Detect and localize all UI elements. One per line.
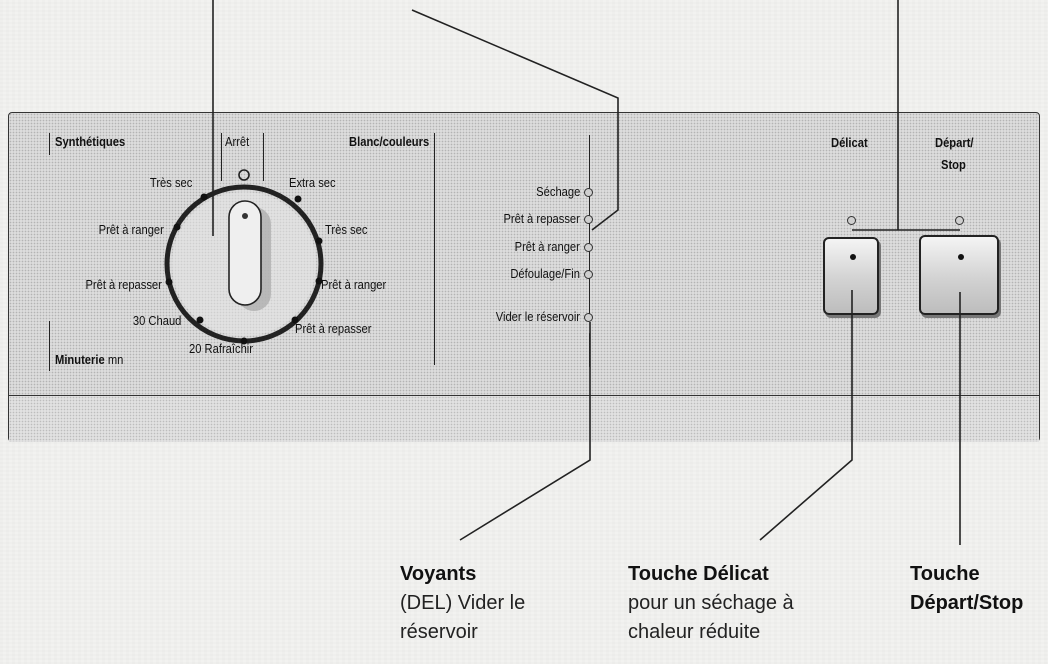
dial-position-dot (173, 223, 181, 231)
program-dial[interactable] (149, 169, 339, 359)
group-label-synthetiques: Synthétiques (55, 134, 126, 149)
bracket-stop-right (263, 133, 264, 181)
dial-position-dot (240, 337, 248, 345)
dial-position-pret-a-ranger-blanc: Prêt à ranger (321, 277, 387, 292)
dial-position-tres-sec-synth: Très sec (149, 175, 192, 190)
minuterie-unit: mn (107, 352, 124, 367)
callout-delicat-desc-1: pour un séchage à (628, 592, 794, 614)
dial-position-pret-a-repasser-synth: Prêt à repasser (85, 277, 162, 292)
dial-position-arret: Arrêt (225, 134, 250, 149)
indicator-led-sechage (584, 188, 593, 197)
group-label-blanc-couleurs: Blanc/couleurs (348, 134, 429, 149)
group-label-minuterie: Minuterie mn (55, 352, 123, 367)
leader-line-delicat (759, 290, 853, 541)
indicator-label-pret-a-ranger: Prêt à ranger (514, 239, 580, 254)
indicator-label-pret-a-repasser: Prêt à repasser (503, 211, 580, 226)
dial-position-extra-sec: Extra sec (289, 175, 336, 190)
indicator-led-pret-a-ranger (584, 243, 593, 252)
callout-voyants-title: Voyants (400, 563, 477, 585)
dial-position-pret-a-repasser-blanc: Prêt à repasser (295, 321, 372, 336)
panel-lower-strip (9, 395, 1039, 442)
indicator-label-sechage: Séchage (535, 184, 580, 199)
dial-position-dot (294, 195, 302, 203)
callout-voyants: Voyants (DEL) Vider le réservoir (400, 560, 525, 647)
dial-stop-marker (238, 169, 250, 181)
indicator-led-vider-le-reservoir (584, 313, 593, 322)
button-label-depart-stop-2: Stop (941, 157, 966, 172)
indicator-label-defoulage-fin: Défoulage/Fin (510, 266, 580, 281)
callout-delicat: Touche Délicat pour un séchage à chaleur… (628, 560, 794, 647)
dial-knob-handle[interactable] (228, 200, 262, 306)
indicators-bracket-top (589, 135, 590, 315)
delicat-button[interactable] (823, 237, 879, 315)
callout-voyants-desc-2: réservoir (400, 621, 478, 643)
delicat-led (847, 216, 856, 225)
dial-position-dot (315, 237, 323, 245)
callout-delicat-desc-2: chaleur réduite (628, 621, 761, 643)
dial-position-dot (315, 277, 323, 285)
dial-position-dot (200, 193, 208, 201)
depart-stop-led (955, 216, 964, 225)
delicat-button-pip (850, 254, 856, 260)
dial-position-30-chaud: 30 Chaud (132, 313, 181, 328)
indicator-label-vider-le-reservoir: Vider le réservoir (495, 309, 580, 324)
dial-knob-pointer (242, 213, 248, 219)
callout-depart-stop-title-2: Départ/Stop (910, 592, 1024, 614)
minuterie-label: Minuterie (55, 352, 105, 367)
bracket-left-top (49, 133, 50, 155)
control-panel: Synthétiques Minuterie mn Blanc/couleurs… (8, 112, 1040, 442)
bracket-right (434, 133, 435, 365)
dial-position-dot (291, 316, 299, 324)
bracket-left-bottom (49, 321, 50, 371)
dial-position-20-rafraichir: 20 Rafraîchir (189, 341, 254, 356)
leader-line-voyants (459, 322, 591, 541)
depart-stop-button[interactable] (919, 235, 999, 315)
dial-position-dot (165, 278, 173, 286)
depart-stop-button-pip (958, 254, 964, 260)
leader-line-indicators (411, 9, 619, 231)
dial-position-tres-sec-blanc: Très sec (325, 222, 368, 237)
bracket-stop-left (221, 133, 222, 181)
callout-depart-stop-title-1: Touche (910, 563, 980, 585)
callout-voyants-desc-1: (DEL) Vider le (400, 592, 526, 614)
dial-position-dot (196, 316, 204, 324)
callout-delicat-title: Touche Délicat (628, 563, 769, 585)
dial-position-pret-a-ranger-synth: Prêt à ranger (98, 222, 164, 237)
indicator-led-defoulage-fin (584, 270, 593, 279)
button-label-depart-stop-1: Départ/ (935, 135, 974, 150)
indicator-led-pret-a-repasser (584, 215, 593, 224)
button-label-delicat: Délicat (831, 135, 868, 150)
callout-depart-stop: Touche Départ/Stop (910, 560, 1023, 618)
